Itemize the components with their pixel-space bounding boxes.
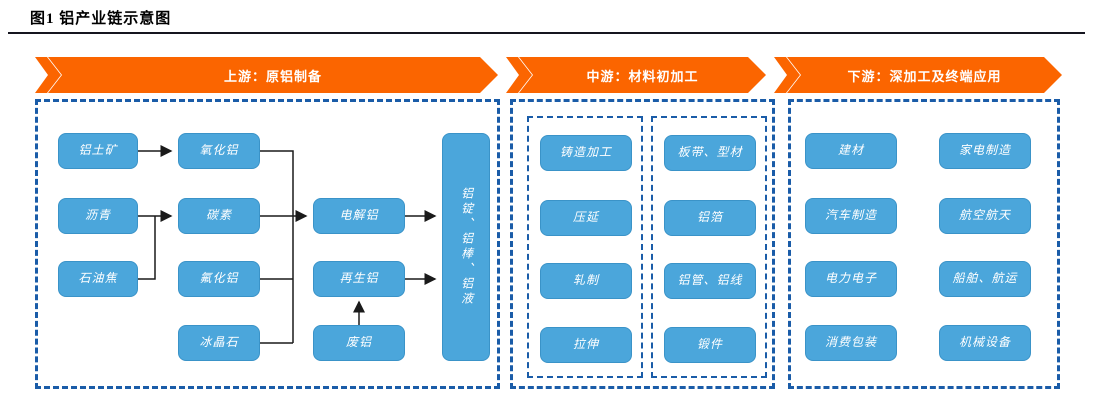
- banner-midstream: 中游：材料初加工: [519, 57, 766, 93]
- node-drawing: 拉伸: [540, 327, 632, 363]
- node-appliance-manufacturing: 家电制造: [939, 133, 1031, 169]
- node-power-electronics: 电力电子: [805, 261, 897, 297]
- banner-upstream-label: 上游：原铝制备: [223, 68, 322, 84]
- node-aluminum-output: 铝锭、铝棒、铝液: [442, 133, 490, 361]
- banner-midstream-label: 中游：材料初加工: [586, 68, 699, 84]
- section-upstream: 铝土矿 氧化铝 沥青 碳素 石油焦 氟化铝 冰晶石 电解铝 再生铝 废铝 铝锭、…: [35, 99, 500, 389]
- banner-downstream: 下游：深加工及终端应用: [787, 57, 1062, 93]
- node-pitch: 沥青: [58, 198, 138, 234]
- node-electrolytic-aluminum: 电解铝: [313, 198, 405, 234]
- node-alumina: 氧化铝: [178, 133, 260, 169]
- section-downstream: 建材 汽车制造 电力电子 消费包装 家电制造 航空航天 船舶、航运 机械设备: [788, 99, 1060, 389]
- node-aluminum-fluoride: 氟化铝: [178, 261, 260, 297]
- node-bauxite: 铝土矿: [58, 133, 138, 169]
- node-plate-strip-profile: 板带、型材: [664, 135, 756, 171]
- node-scrap-aluminum: 废铝: [313, 325, 405, 361]
- node-calendering: 压延: [540, 200, 632, 236]
- midstream-process-group: 铸造加工 压延 轧制 拉伸: [527, 116, 643, 378]
- node-building-materials: 建材: [805, 133, 897, 169]
- node-consumer-packaging: 消费包装: [805, 325, 897, 361]
- figure-title: 图1 铝产业链示意图: [30, 11, 172, 27]
- banner-downstream-label: 下游：深加工及终端应用: [847, 68, 1002, 84]
- title-divider: [8, 32, 1085, 34]
- line-alumina-bus: [260, 150, 294, 343]
- node-aerospace: 航空航天: [939, 198, 1031, 234]
- node-auto-manufacturing: 汽车制造: [805, 198, 897, 234]
- banner-upstream: 上游：原铝制备: [48, 57, 498, 93]
- node-recycled-aluminum: 再生铝: [313, 261, 405, 297]
- node-carbon: 碳素: [178, 198, 260, 234]
- node-ships-shipping: 船舶、航运: [939, 261, 1031, 297]
- node-forgings: 锻件: [664, 327, 756, 363]
- node-cryolite: 冰晶石: [178, 325, 260, 361]
- node-casting: 铸造加工: [540, 135, 632, 171]
- section-midstream: 铸造加工 压延 轧制 拉伸 板带、型材 铝箔 铝管、铝线 锻件: [510, 99, 775, 389]
- line-coke-carbon: [138, 216, 156, 280]
- node-machinery-equipment: 机械设备: [939, 325, 1031, 361]
- node-aluminum-foil: 铝箔: [664, 200, 756, 236]
- midstream-product-group: 板带、型材 铝箔 铝管、铝线 锻件: [651, 116, 767, 378]
- node-rolling: 轧制: [540, 263, 632, 299]
- node-petroleum-coke: 石油焦: [58, 261, 138, 297]
- node-tube-wire: 铝管、铝线: [664, 263, 756, 299]
